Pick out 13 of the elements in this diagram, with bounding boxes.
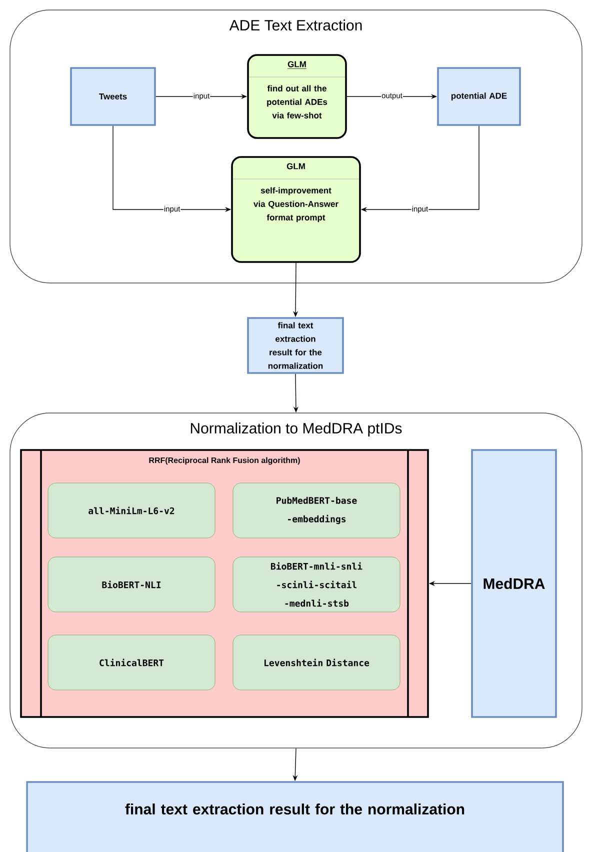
model-box: BioBERT-mnli-snli -scinli-scitail -mednli-stsb (232, 556, 400, 612)
model-box: PubMedBERT-base -embeddings (232, 482, 400, 538)
model-box: BioBERT-NLI (48, 556, 216, 612)
result-box: final text extraction result for the normalization (26, 781, 564, 852)
process-box: potential ADE (437, 67, 521, 126)
process-box: final text extraction result for the normalization (247, 317, 344, 374)
model-box: ClinicalBERT (48, 634, 216, 690)
model-box: GLM find out all the potential ADEs via few-shot (247, 54, 347, 139)
model-box: Levenshtein Distance (232, 634, 400, 690)
dictionary-box: MedDRA (471, 449, 557, 718)
process-box: Tweets (70, 67, 156, 126)
model-box: all-MiniLm-L6-v2 (48, 482, 216, 538)
model-box: GLM self-improvement via Question-Answer format prompt (231, 156, 361, 263)
